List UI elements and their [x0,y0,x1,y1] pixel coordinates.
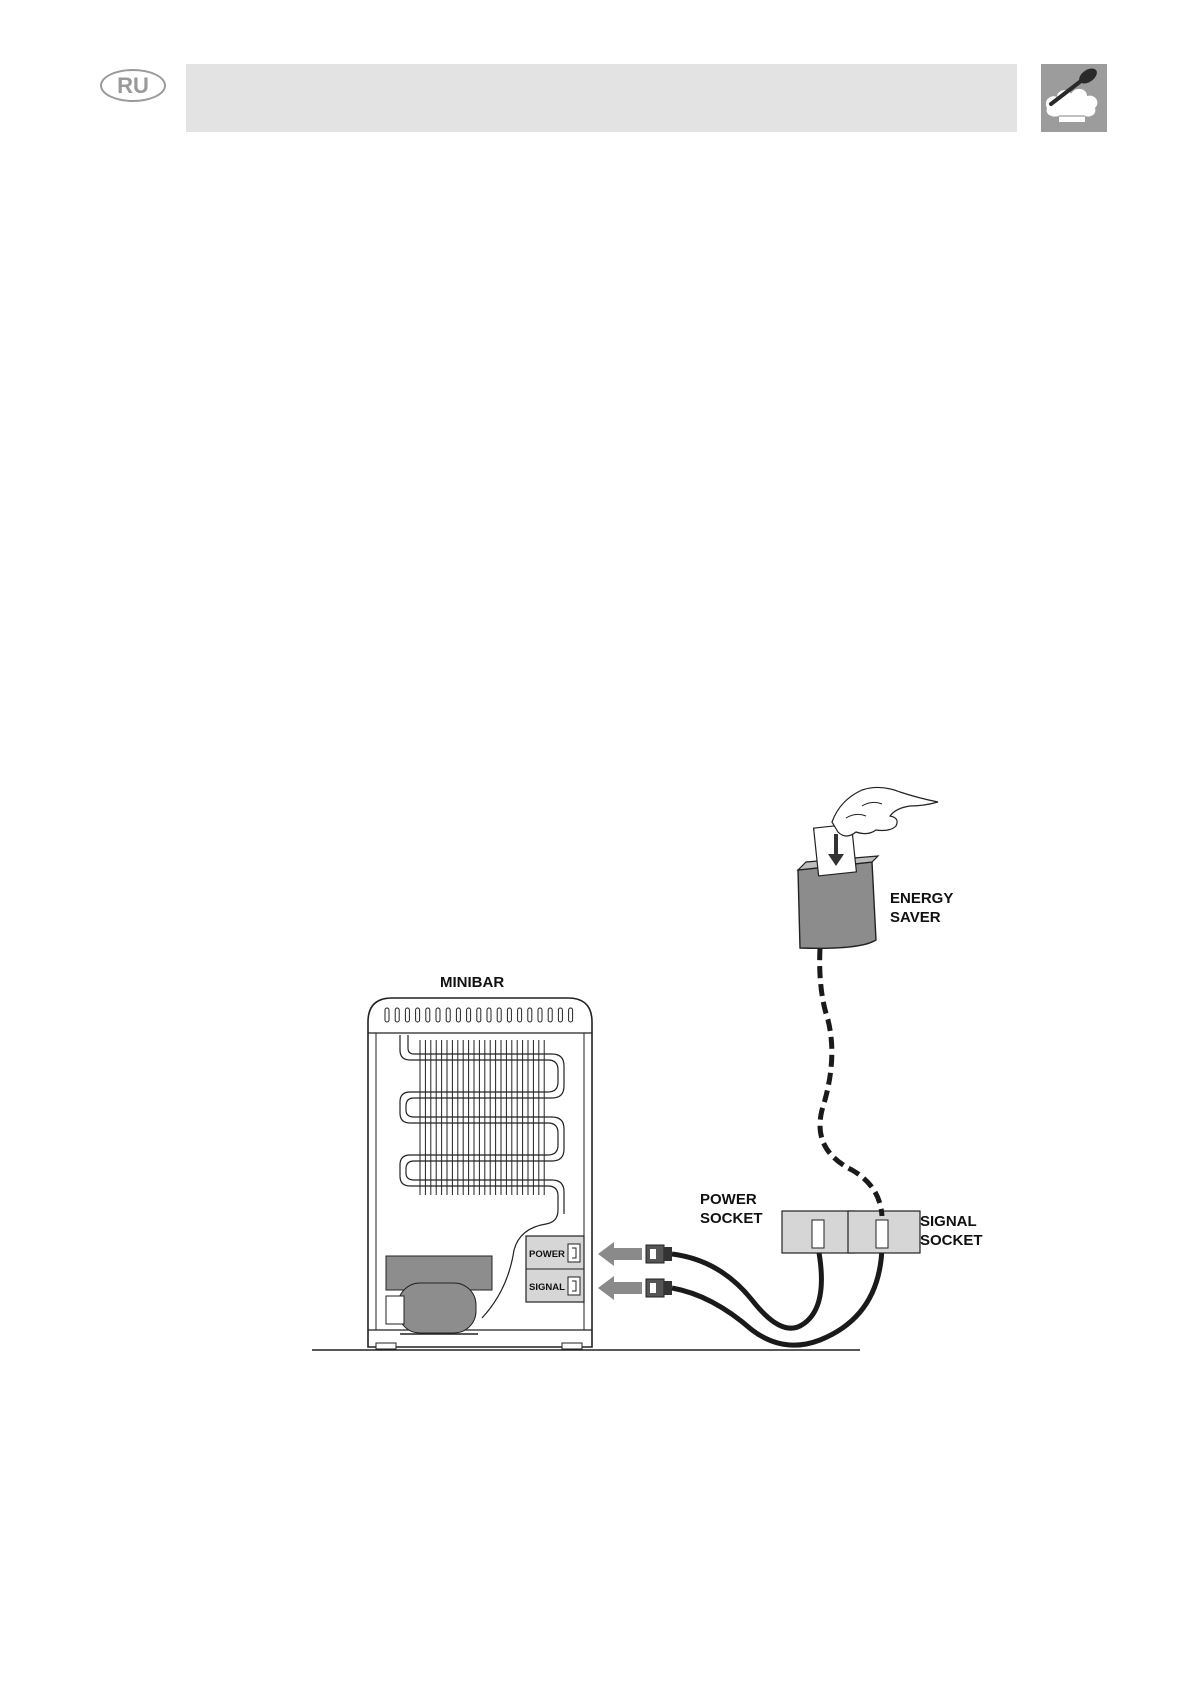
vent-slot [496,1007,502,1023]
vent-slot [547,1007,553,1023]
plug-power [645,1244,672,1264]
vent-slot [425,1007,431,1023]
plug-signal [645,1278,672,1298]
signal-socket-label-line2: SOCKET [920,1232,983,1249]
vent-slot [527,1007,533,1023]
minibar-label: MINIBAR [440,974,504,991]
minibar-illustration: POWER SIGNAL [367,997,593,1350]
vent-slot [568,1007,574,1023]
arrow-power [598,1242,642,1266]
energy-saver-device [796,786,939,949]
wall-socket-panel [781,1210,921,1254]
vent-slot [476,1007,482,1023]
port-signal-label: SIGNAL [529,1282,565,1293]
vent-slot [384,1007,390,1023]
vent-slot [404,1007,410,1023]
power-cable [671,1246,824,1331]
vent-slot [486,1007,492,1023]
vent-slot [455,1007,461,1023]
signal-cable [671,1246,885,1348]
vent-slot [517,1007,523,1023]
vent-slot [415,1007,421,1023]
vent-slot [445,1007,451,1023]
power-socket-label-line2: SOCKET [700,1210,763,1227]
vent-slot [435,1007,441,1023]
vent-slot [466,1007,472,1023]
vent-slot [506,1007,512,1023]
vent-slot [537,1007,543,1023]
language-badge: RU [100,69,166,102]
header-band [186,64,1017,132]
vent-slot [557,1007,563,1023]
spoon-and-chef-hat-icon [1041,64,1107,132]
energy-saver-label-line1: ENERGY [890,890,953,907]
port-power-label: POWER [529,1249,565,1260]
signal-socket-label-line1: SIGNAL [920,1213,977,1230]
power-socket-label-line1: POWER [700,1191,757,1208]
arrow-signal [598,1276,642,1300]
energy-saver-label-line2: SAVER [890,909,941,926]
energy-saver-cable [817,947,885,1217]
language-code: RU [117,72,149,98]
vent-slot [394,1007,400,1023]
